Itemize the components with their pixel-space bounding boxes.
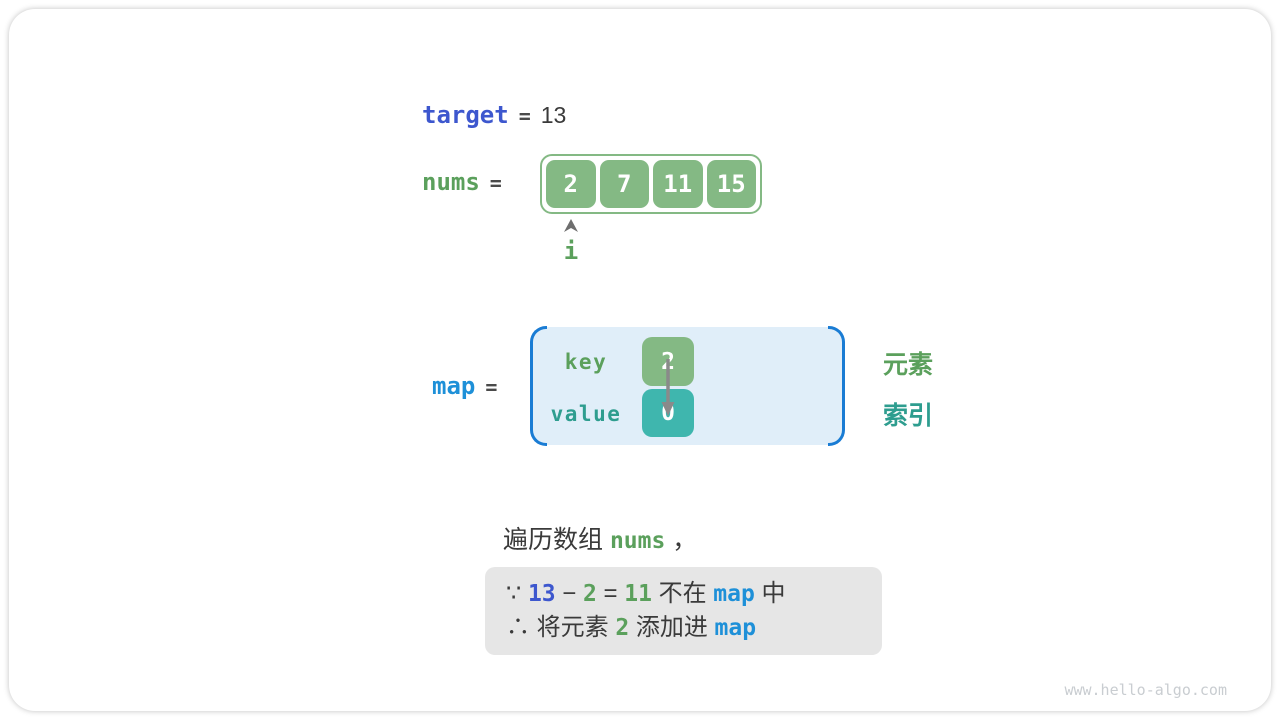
index-tag-label: 索引 xyxy=(883,402,934,430)
map-row-label: map = xyxy=(432,372,507,401)
map-ref: map xyxy=(713,581,755,607)
array-cell: 15 xyxy=(706,160,756,208)
index-pointer-icon xyxy=(564,219,578,232)
because-symbol: ∵ xyxy=(506,580,528,607)
equals-sign: = xyxy=(489,171,502,195)
map-ref: map xyxy=(714,615,757,641)
target-row: target = 13 xyxy=(422,101,566,130)
equals-sign: = xyxy=(518,104,531,128)
nums-array: 2 7 11 15 xyxy=(540,154,762,214)
diagram-card: target = 13 nums = 2 7 11 15 i map = key 2 v… xyxy=(9,9,1271,711)
element-number: 2 xyxy=(583,581,597,607)
equals-sign: = xyxy=(485,375,498,399)
statement-line-1: ∵ 13 − 2 = 11 不在 map 中 xyxy=(506,577,882,611)
target-value: 13 xyxy=(540,102,567,128)
caption-line: 遍历数组 nums ， xyxy=(503,520,697,556)
array-cell: 11 xyxy=(653,160,703,208)
caption-comma: ， xyxy=(665,526,698,554)
map-bracket-left xyxy=(530,326,547,446)
equals-sign: = xyxy=(596,580,625,607)
caption-nums-ref: nums xyxy=(609,528,666,554)
index-variable-label: i xyxy=(563,237,579,265)
map-value-label: value xyxy=(550,402,622,426)
nums-row-label: nums = xyxy=(422,168,512,197)
element-number: 2 xyxy=(615,615,630,641)
statement-panel: ∵ 13 − 2 = 11 不在 map 中 ∴ 将元素 2 添加进 map xyxy=(485,567,882,655)
nums-variable-label: nums xyxy=(422,168,480,196)
array-cell: 2 xyxy=(546,160,596,208)
difference-number: 11 xyxy=(624,581,652,607)
map-bracket-right xyxy=(828,326,845,446)
caption-text: 遍历数组 xyxy=(503,526,610,554)
not-in-text: 不在 xyxy=(651,580,714,607)
map-key-label: key xyxy=(564,350,608,374)
therefore-text: ∴ 将元素 xyxy=(506,614,616,641)
element-tag-label: 元素 xyxy=(883,351,934,379)
key-value-arrow-icon xyxy=(661,359,675,416)
target-variable-label: target xyxy=(422,101,509,129)
minus-sign: − xyxy=(555,580,583,607)
target-number: 13 xyxy=(527,581,556,607)
array-cell: 7 xyxy=(599,160,649,208)
add-into-text: 添加进 xyxy=(629,614,715,641)
in-suffix-text: 中 xyxy=(754,580,786,607)
map-variable-label: map xyxy=(432,372,476,400)
site-url: www.hello-algo.com xyxy=(1064,681,1227,699)
map-container: key 2 value 0 xyxy=(530,326,845,446)
statement-line-2: ∴ 将元素 2 添加进 map xyxy=(506,611,882,645)
